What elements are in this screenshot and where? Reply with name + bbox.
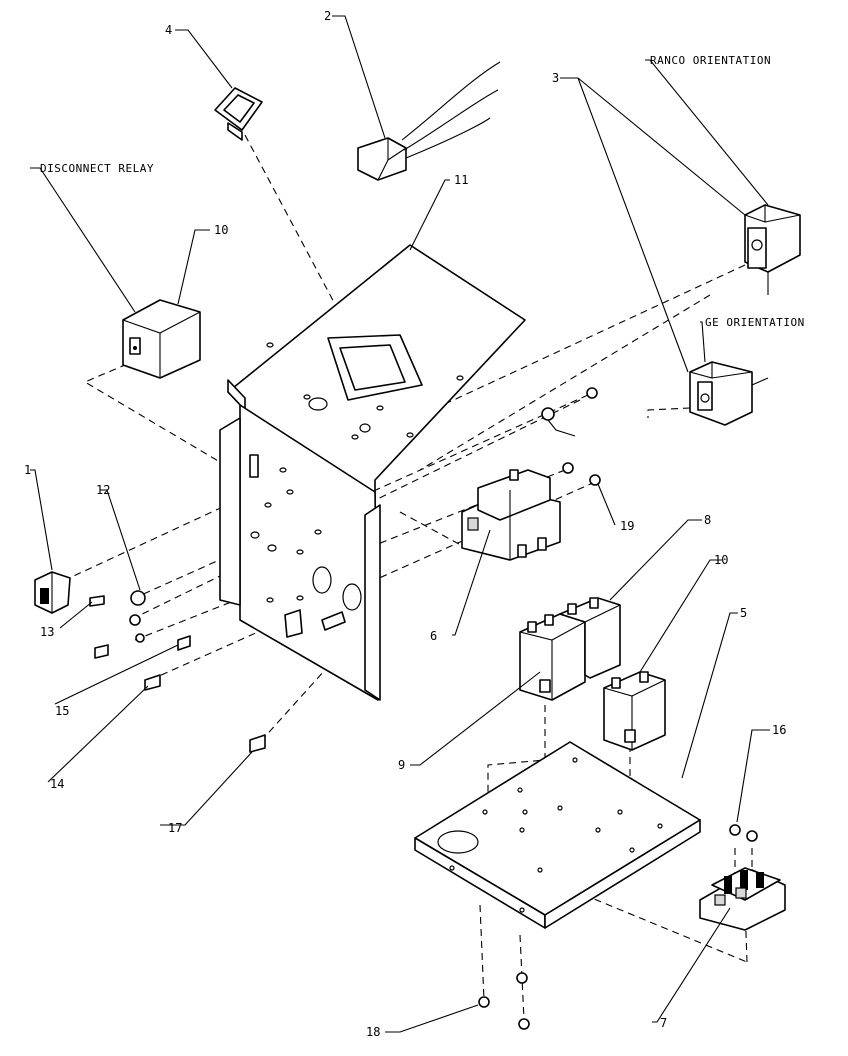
- callout-8: 8: [704, 513, 711, 527]
- ranco-relay: [744, 204, 801, 295]
- note-ge-orientation: GE ORIENTATION: [705, 316, 805, 329]
- callout-10-disconnect-relay: 10: [214, 223, 228, 237]
- diagram-notes: DISCONNECT RELAY RANCO ORIENTATION GE OR…: [40, 54, 805, 329]
- transformer: [461, 469, 561, 561]
- callout-4: 4: [165, 23, 172, 37]
- callout-3: 3: [552, 71, 559, 85]
- callout-17: 17: [168, 821, 182, 835]
- small-relay: [603, 671, 666, 751]
- callout-7: 7: [660, 1016, 667, 1030]
- disconnect-relay: [122, 299, 201, 379]
- callout-18: 18: [366, 1025, 380, 1039]
- callout-11: 11: [454, 173, 468, 187]
- wire-harness-plug: [357, 61, 501, 181]
- note-ranco-orientation: RANCO ORIENTATION: [650, 54, 771, 67]
- callout-13: 13: [40, 625, 54, 639]
- ge-relay: [689, 361, 769, 426]
- callout-1: 1: [24, 463, 31, 477]
- contactor-left: [519, 613, 586, 701]
- enclosure-panel: [219, 244, 526, 701]
- rocker-switch-top: [214, 87, 263, 141]
- callout-14: 14: [50, 777, 64, 791]
- callout-19: 19: [620, 519, 634, 533]
- callout-2: 2: [324, 9, 331, 23]
- callout-10-small-relay: 10: [714, 553, 728, 567]
- callout-6: 6: [430, 629, 437, 643]
- callout-15: 15: [55, 704, 69, 718]
- callout-12: 12: [96, 483, 110, 497]
- callout-labels: 1 2 3 4 5 6 7 8 9 10 10 11 12 13 14 15 1…: [24, 9, 786, 1039]
- callout-9: 9: [398, 758, 405, 772]
- hardware-screws-nuts: [89, 387, 758, 1030]
- callout-leaders: [30, 15, 770, 1033]
- contactor-right: [559, 597, 621, 679]
- terminal-block: [699, 867, 786, 931]
- base-plate: [414, 741, 701, 929]
- note-disconnect-relay: DISCONNECT RELAY: [40, 162, 154, 175]
- callout-16: 16: [772, 723, 786, 737]
- rocker-switch-left: [34, 571, 71, 614]
- callout-5: 5: [740, 606, 747, 620]
